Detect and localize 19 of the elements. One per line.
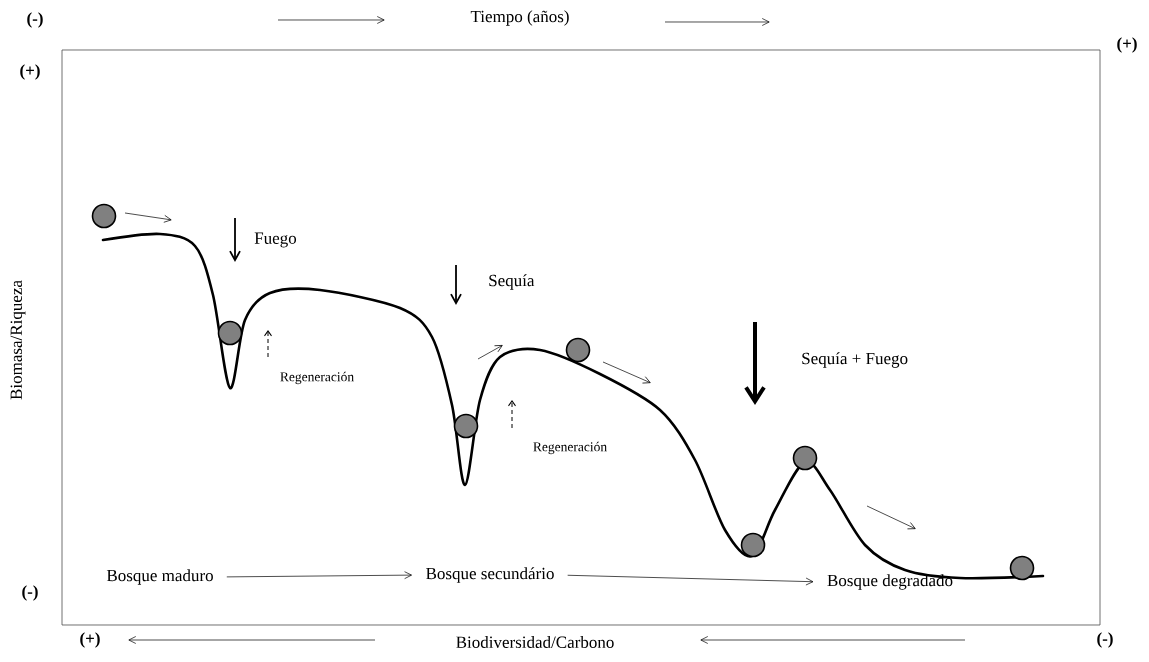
arrow bbox=[226, 571, 412, 579]
stage-label: Bosque maduro bbox=[106, 569, 213, 585]
axis-label: Biodiversidad/Carbono bbox=[456, 636, 614, 648]
stage-label: Bosque degradado bbox=[827, 574, 953, 590]
event-label: Sequía bbox=[489, 274, 535, 290]
stage-label: Bosque secundário bbox=[426, 567, 554, 583]
axis-label: Tiempo (años) bbox=[470, 10, 569, 26]
sign-label: (-) bbox=[27, 12, 43, 28]
sign-label: (-) bbox=[1097, 632, 1113, 648]
sign-label: (+) bbox=[1117, 37, 1137, 53]
event-label: Sequía + Fuego bbox=[802, 352, 908, 368]
axis-label: Biomasa/Riqueza bbox=[10, 280, 26, 400]
sign-label: (-) bbox=[22, 585, 38, 601]
regeneration-label: Regeneración bbox=[533, 441, 607, 455]
sign-label: (+) bbox=[20, 64, 40, 80]
sign-label: (+) bbox=[80, 632, 100, 648]
regeneration-label: Regeneración bbox=[280, 371, 354, 385]
arrow bbox=[567, 574, 814, 586]
event-label: Fuego bbox=[254, 232, 297, 248]
